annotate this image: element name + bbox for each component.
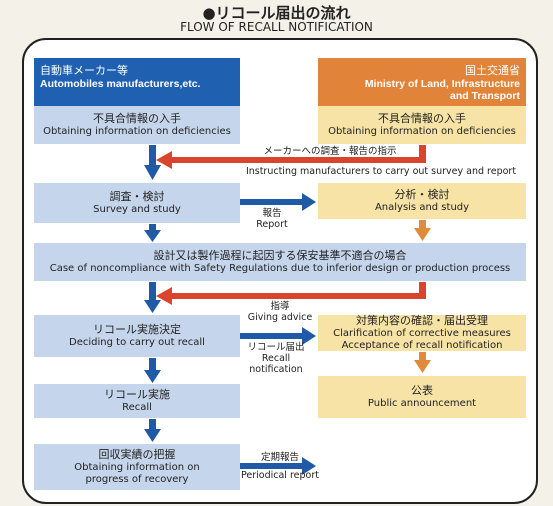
notification-label-en2: notification	[249, 364, 303, 375]
obtain-info-right-jp: 不具合情報の入手	[378, 111, 466, 125]
ministry-header-en1: Ministry of Land, Infrastructure	[364, 78, 520, 90]
report-arrow	[240, 193, 316, 211]
notification-label-en1: Recall	[261, 353, 291, 364]
periodical-label: 定期報告 Periodical report	[238, 452, 322, 481]
periodical-label-en: Periodical report	[241, 470, 319, 481]
down-arrow-right-1	[414, 220, 431, 241]
survey-box: 調査・検討 Survey and study	[34, 183, 240, 223]
analysis-box: 分析・検討 Analysis and study	[318, 183, 526, 219]
manufacturers-header-en: Automobiles manufacturers,etc.	[40, 78, 201, 90]
notification-arrow	[240, 327, 316, 345]
periodical-label-jp: 定期報告	[260, 452, 299, 463]
confirm-box: 対策内容の確認・届出受理 Clarification of corrective…	[318, 313, 526, 351]
periodical-arrow	[240, 457, 316, 475]
confirm-en1: Clarification of corrective measures	[333, 327, 511, 339]
obtain-info-right-en: Obtaining information on deficiencies	[328, 125, 516, 137]
recall-jp: リコール実施	[104, 387, 170, 401]
report-label: 報告 Report	[246, 208, 298, 230]
decide-recall-jp: リコール実施決定	[93, 322, 181, 336]
survey-jp: 調査・検討	[109, 189, 165, 203]
advice-label-en: Giving advice	[247, 312, 313, 323]
ministry-header-en2: and Transport	[449, 90, 520, 102]
announce-box: 公表 Public announcement	[318, 376, 526, 418]
noncompliance-box: 設計又は製作過程に起因する保安基準不適合の場合 Case of noncompl…	[34, 243, 526, 281]
announce-jp: 公表	[411, 383, 433, 397]
advice-label: 指導 Giving advice	[240, 301, 320, 323]
manufacturers-header: 自動車メーカー等 Automobiles manufacturers,etc.	[34, 58, 240, 106]
analysis-jp: 分析・検討	[394, 187, 450, 201]
decide-recall-en: Deciding to carry out recall	[69, 336, 205, 348]
recall-box: リコール実施 Recall	[34, 384, 240, 418]
progress-en2: progress of recovery	[85, 473, 189, 485]
down-arrow-right-2	[414, 352, 431, 373]
instruct-label-jp: メーカーへの調査・報告の指示	[263, 146, 397, 157]
report-label-en: Report	[256, 219, 288, 230]
down-arrow-left-4	[144, 358, 161, 383]
ministry-header-jp: 国土交通省	[465, 65, 520, 77]
down-arrow-left-3	[144, 282, 161, 313]
analysis-en: Analysis and study	[374, 201, 470, 213]
instruct-arrow	[156, 145, 426, 169]
notification-label: リコール届出 Recall notification	[240, 342, 312, 375]
down-arrow-left-2	[144, 224, 161, 242]
instruct-label-en: Instructing manufacturers to carry out s…	[245, 166, 517, 177]
advice-arrow	[156, 282, 426, 305]
title-en: FLOW OF RECALL NOTIFICATION	[180, 20, 373, 34]
advice-label-jp: 指導	[270, 301, 290, 312]
title-jp: ●リコール届出の流れ	[202, 4, 351, 22]
progress-en1: Obtaining information on	[74, 461, 200, 473]
recall-en: Recall	[122, 401, 152, 413]
progress-jp: 回収実績の把握	[98, 447, 176, 461]
confirm-jp: 対策内容の確認・届出受理	[356, 313, 488, 327]
survey-en: Survey and study	[93, 203, 181, 215]
obtain-info-left-box: 不具合情報の入手 Obtaining information on defici…	[34, 106, 240, 144]
ministry-header: 国土交通省 Ministry of Land, Infrastructure a…	[318, 58, 526, 106]
report-label-jp: 報告	[262, 208, 282, 219]
noncompliance-en: Case of noncompliance with Safety Regula…	[49, 262, 511, 274]
obtain-info-left-jp: 不具合情報の入手	[93, 111, 181, 125]
down-arrow-left-1	[144, 145, 161, 180]
manufacturers-header-jp: 自動車メーカー等	[40, 65, 128, 77]
announce-en: Public announcement	[367, 397, 477, 409]
obtain-info-left-en: Obtaining information on deficiencies	[43, 125, 231, 137]
confirm-en2: Acceptance of recall notification	[341, 339, 503, 351]
decide-recall-box: リコール実施決定 Deciding to carry out recall	[34, 315, 240, 357]
notification-label-jp: リコール届出	[247, 342, 305, 353]
noncompliance-jp: 設計又は製作過程に起因する保安基準不適合の場合	[153, 248, 407, 262]
obtain-info-right-box: 不具合情報の入手 Obtaining information on defici…	[318, 106, 526, 144]
down-arrow-left-5	[144, 419, 161, 442]
progress-box: 回収実績の把握 Obtaining information on progres…	[34, 444, 240, 490]
